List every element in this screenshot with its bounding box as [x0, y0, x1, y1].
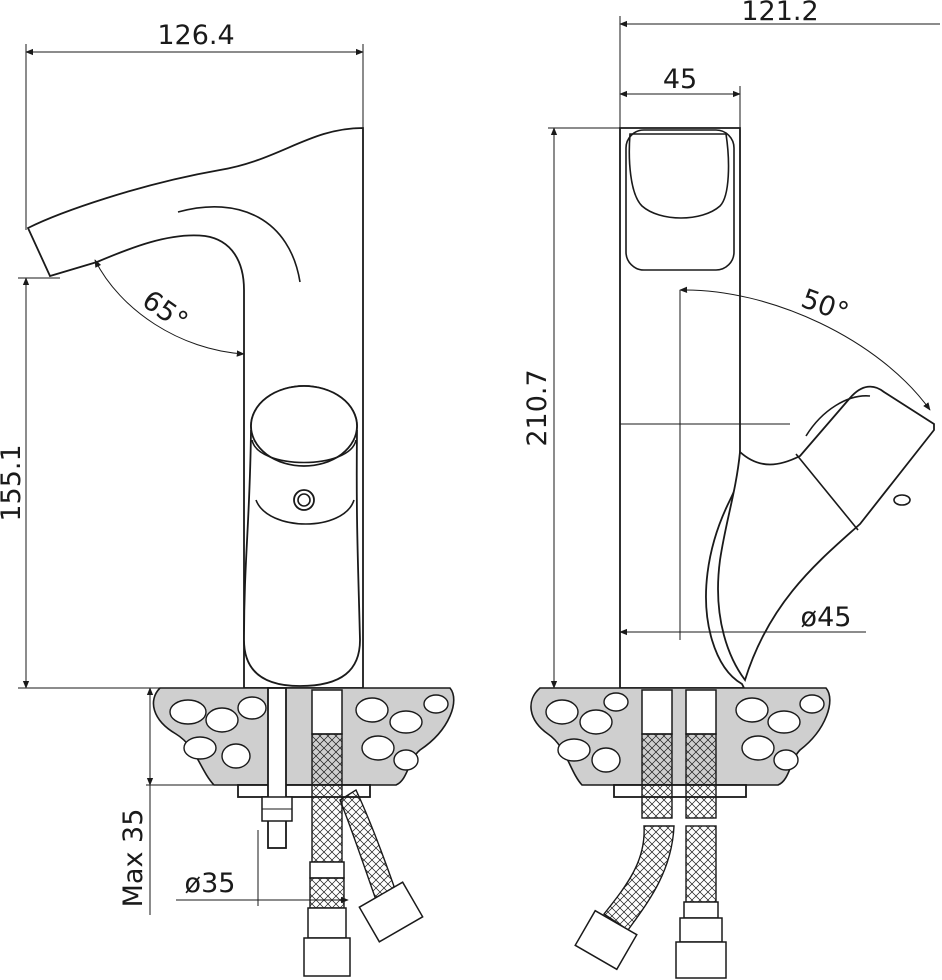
- dim-right-height-label: 210.7: [522, 369, 553, 446]
- dim-right-body-width: 45: [619, 64, 741, 128]
- dim-right-width: 121.2: [619, 0, 940, 128]
- left-hoses: [303, 689, 424, 977]
- dim-right-diameter-label: ø45: [801, 602, 852, 633]
- dim-left-angle-label: 65°: [136, 285, 193, 338]
- left-countertop: [152, 687, 455, 786]
- dim-left-max: Max 35: [118, 687, 240, 915]
- right-front-view: 121.2 45 210.7 50°: [522, 0, 940, 979]
- left-threaded-rod: [261, 687, 293, 849]
- left-handle: [243, 385, 361, 687]
- dim-right-diameter: ø45: [619, 602, 866, 636]
- dim-right-body-width-label: 45: [663, 64, 697, 95]
- dim-left-diameter-label: ø35: [185, 868, 236, 899]
- dim-right-angle-label: 50°: [797, 283, 853, 328]
- dim-left-diameter: ø35: [176, 830, 349, 906]
- dim-right-width-label: 121.2: [741, 0, 818, 27]
- dim-left-max-label: Max 35: [118, 809, 149, 908]
- right-countertop: [530, 687, 831, 786]
- right-mounting-plate: [613, 784, 747, 798]
- dim-left-width-label: 126.4: [157, 20, 234, 51]
- dim-left-height-label: 155.1: [0, 444, 27, 521]
- left-side-view: 126.4 155.1 65°: [0, 20, 455, 977]
- dim-left-width: 126.4: [25, 20, 364, 230]
- right-handle: [717, 385, 935, 682]
- right-hoses: [574, 689, 727, 979]
- dim-left-angle: 65°: [94, 259, 245, 357]
- dim-left-height: 155.1: [0, 277, 150, 689]
- dim-right-height: 210.7: [522, 127, 620, 689]
